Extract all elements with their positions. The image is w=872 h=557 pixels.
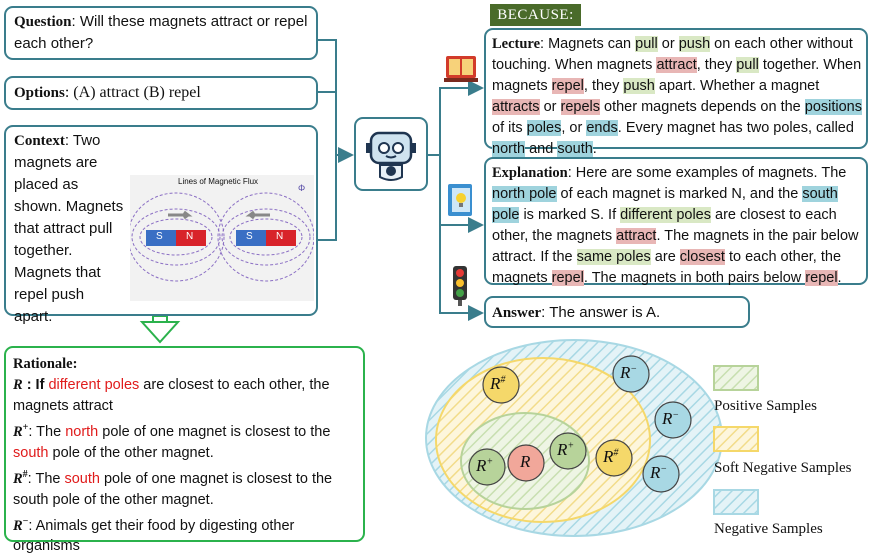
because-label: BECAUSE: [490, 4, 581, 26]
sample-soft-1 [482, 366, 520, 404]
down-arrow-icon [139, 315, 181, 344]
legend-negative: Negative Samples [714, 521, 823, 537]
legend-positive: Positive Samples [714, 398, 817, 414]
legend-soft: Soft Negative Samples [714, 460, 852, 476]
answer-box: Answer: The answer is A. [484, 296, 750, 328]
arrow-to-explanation [439, 155, 484, 233]
magnet-figure: Lines of Magnetic Flux Φ S N S N [130, 175, 314, 301]
context-box: Context: Two magnets are placed as shown… [4, 125, 318, 325]
question-box: Question: Will these magnets attract or … [4, 6, 318, 60]
sample-soft-2 [595, 439, 633, 477]
arrow-to-lecture [428, 80, 484, 156]
connector-question [318, 39, 337, 155]
sample-neg-1 [612, 355, 650, 393]
sample-pos-1 [468, 448, 506, 486]
sample-pos-2 [549, 432, 587, 470]
legend-negative-swatch [713, 489, 759, 515]
lecture-box: Lecture: Magnets can pull or push on eac… [484, 28, 868, 157]
robot-icon [366, 131, 416, 181]
sample-neg-2 [654, 401, 692, 439]
legend-soft-swatch [713, 426, 759, 452]
options-box: Options: (A) attract (B) repel [4, 76, 318, 110]
sample-neg-3 [642, 455, 680, 493]
legend-positive-swatch [713, 365, 759, 391]
ai-model-box [354, 117, 428, 191]
connector-context [318, 155, 337, 241]
explanation-box: Explanation: Here are some examples of m… [484, 157, 868, 286]
rationale-box: Rationale: R : If different poles are cl… [4, 346, 365, 554]
sample-anchor [507, 444, 545, 482]
arrow-to-answer [439, 225, 484, 321]
